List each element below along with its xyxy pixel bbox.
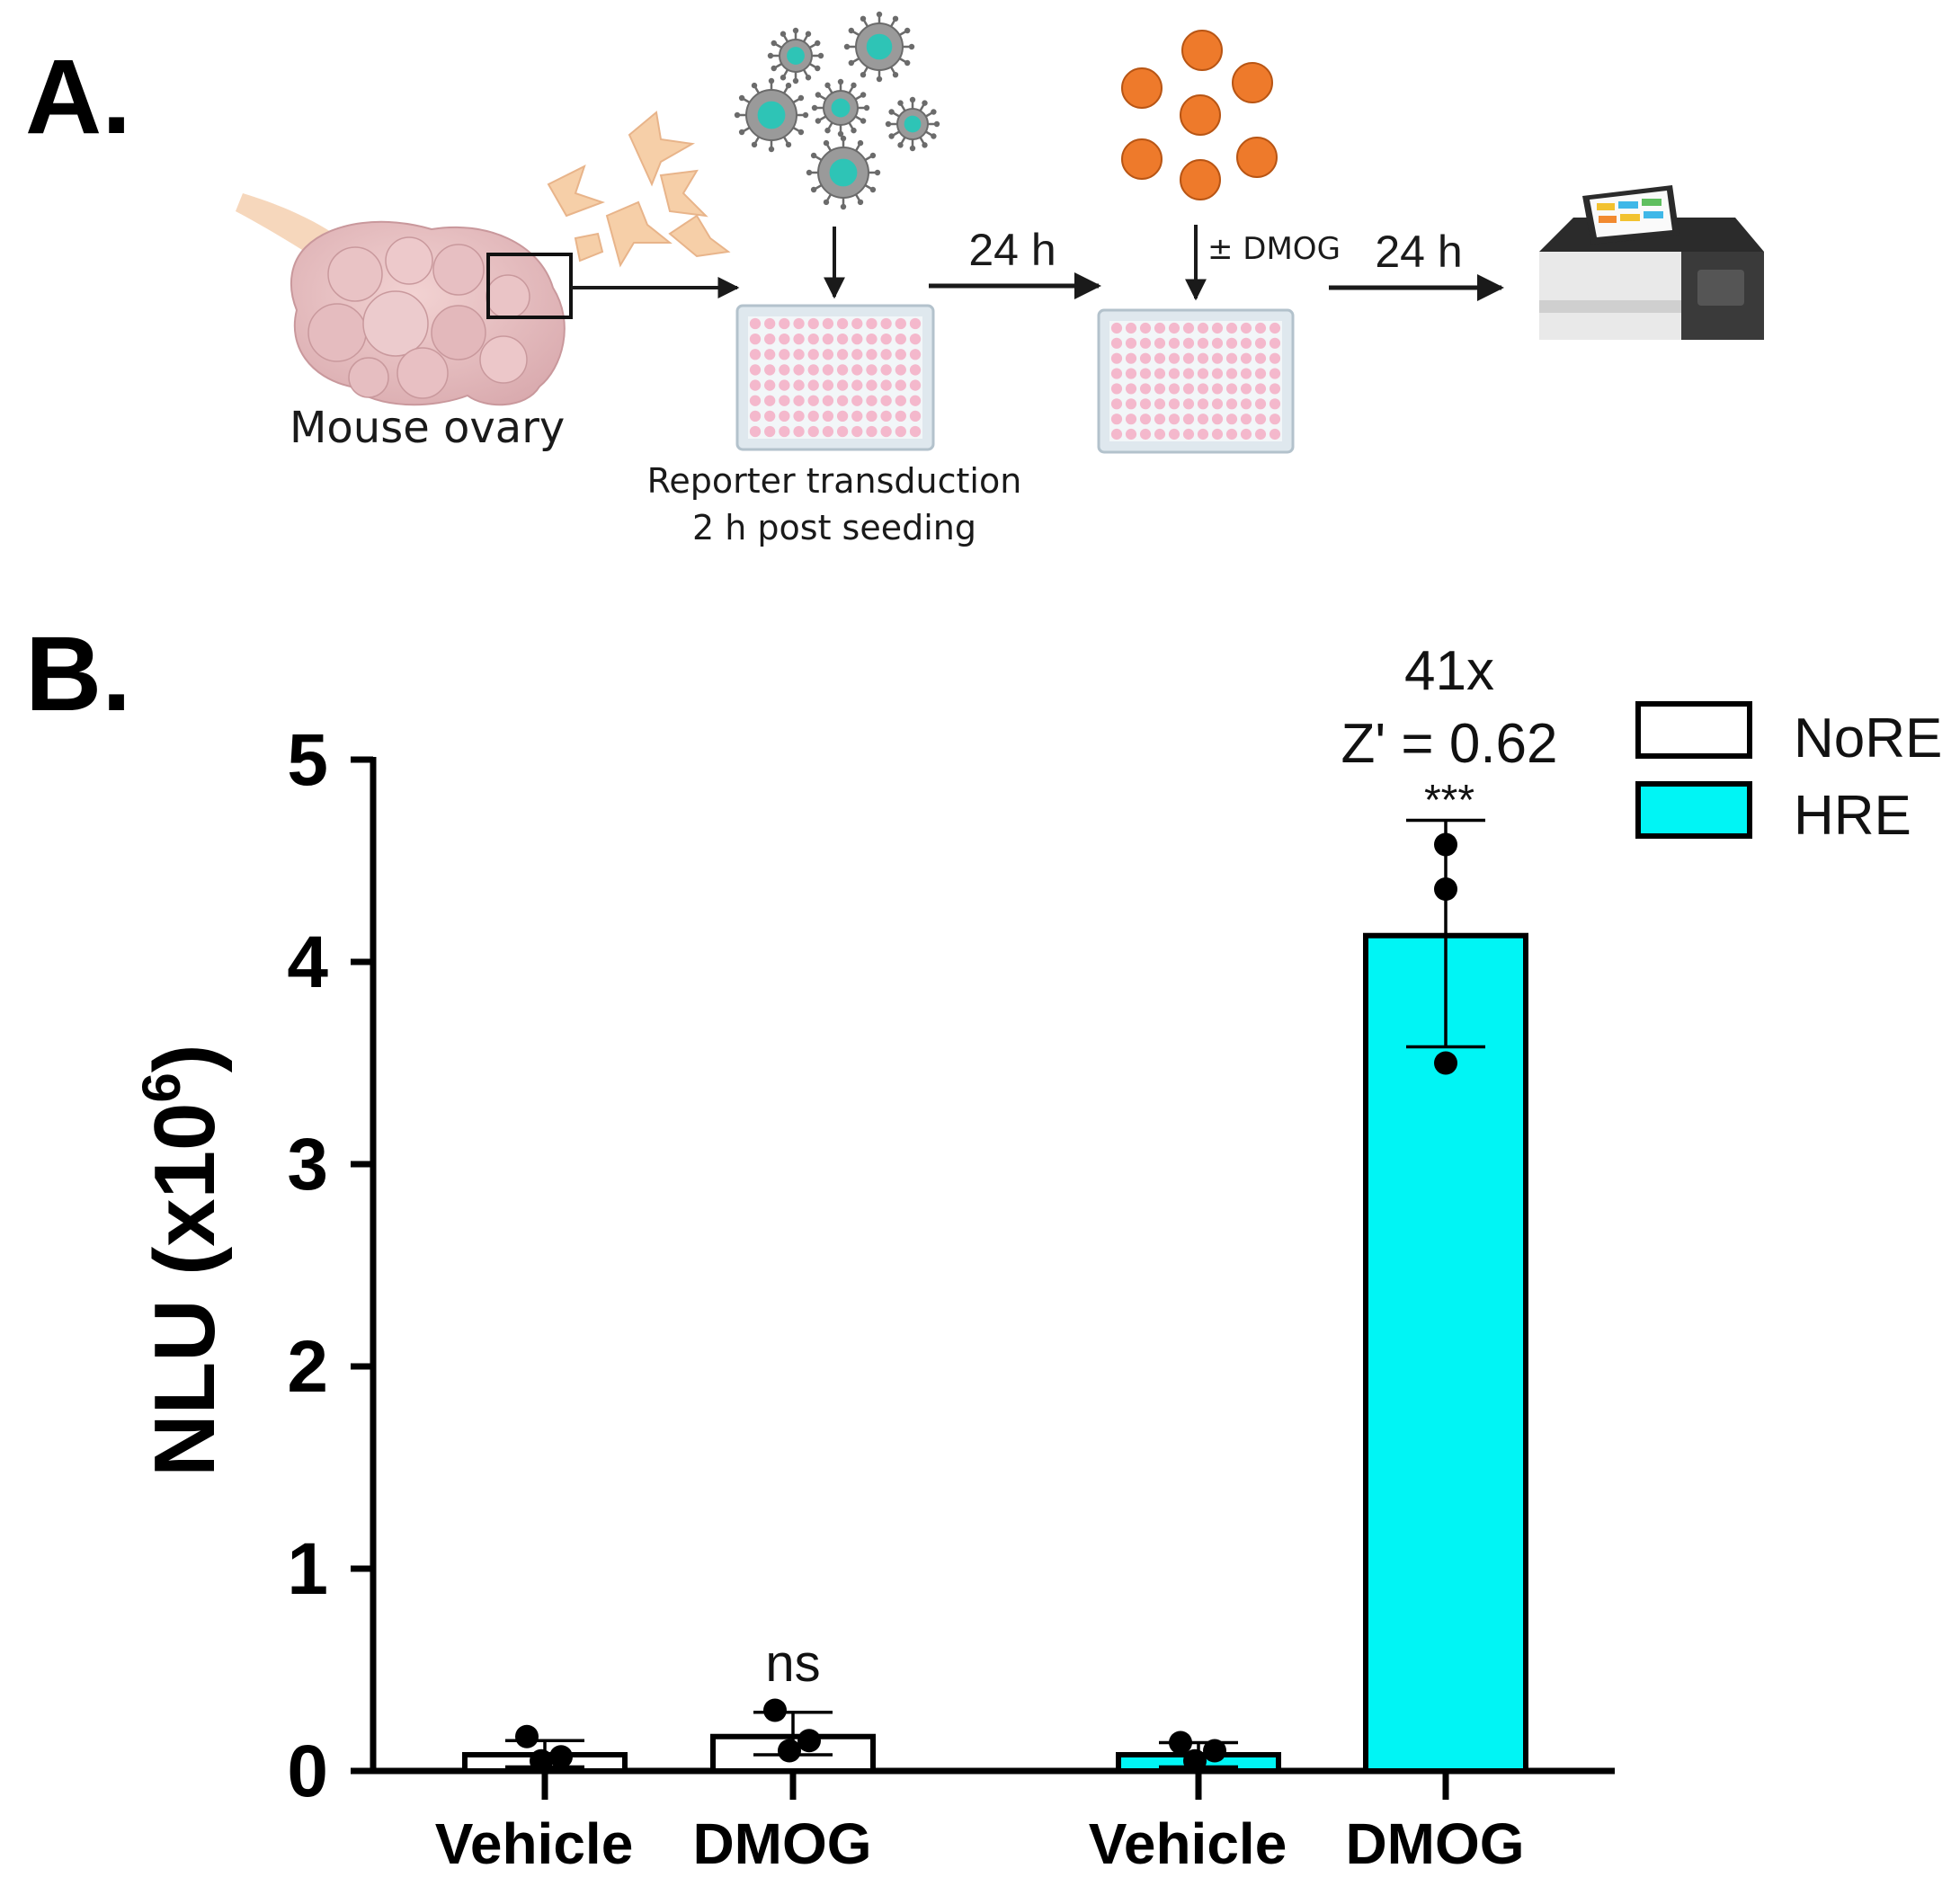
- data-point: [1434, 877, 1457, 901]
- y-tick-label: 1: [287, 1528, 328, 1610]
- fold-change-annotation: 41x: [1404, 640, 1494, 702]
- significance-annotation: ***: [1424, 777, 1474, 824]
- panel-b-letter: B.: [25, 615, 131, 734]
- drug-molecule-icon: [1121, 30, 1278, 200]
- data-point: [530, 1748, 553, 1773]
- treatment-label: ± DMOG: [1207, 231, 1341, 267]
- step1-time: 24 h: [968, 225, 1056, 275]
- virus-icon: [843, 11, 915, 83]
- data-point: [778, 1739, 801, 1763]
- panel-a: A. Mouse ovary: [25, 11, 1764, 547]
- data-point: [1169, 1730, 1192, 1755]
- bar-hre-dmog: [1363, 932, 1528, 1774]
- error-bars: [505, 818, 1485, 1769]
- y-tick-label: 5: [287, 719, 328, 801]
- panel-b: B. 0 1 2 3 4 5 NLU (x106) Vehicle DMOG Vehicle D…: [25, 615, 1942, 1876]
- step2-time: 24 h: [1375, 227, 1462, 277]
- x-axis-tick-labels: Vehicle DMOG Vehicle DMOG: [435, 1771, 1525, 1876]
- legend-label-nore: NoRE: [1794, 707, 1942, 770]
- ns-annotation: ns: [765, 1634, 820, 1693]
- x-tick-label: DMOG: [1345, 1811, 1524, 1876]
- panel-a-letter: A.: [25, 38, 131, 156]
- data-points: [515, 832, 1457, 1773]
- virus-cluster: [734, 11, 940, 210]
- bar-series: [462, 932, 1528, 1774]
- y-axis-label: NLU (x106): [131, 1044, 233, 1476]
- ovary-icon: [236, 193, 566, 406]
- y-tick-label: 0: [287, 1730, 328, 1812]
- data-point: [1183, 1748, 1207, 1773]
- data-point: [549, 1745, 573, 1769]
- legend: NoRE HRE: [1635, 701, 1942, 847]
- cells-icon: [547, 111, 731, 268]
- y-axis-label-close: ): [137, 1044, 233, 1072]
- virus-icon: [811, 78, 870, 138]
- data-point: [797, 1729, 821, 1753]
- data-point: [763, 1698, 787, 1722]
- virus-icon: [885, 96, 940, 152]
- legend-swatch-nore: [1635, 701, 1752, 759]
- transduction-label-line1: Reporter transduction: [647, 461, 1022, 501]
- virus-icon: [734, 77, 809, 153]
- data-point: [515, 1724, 539, 1748]
- data-point: [1203, 1739, 1226, 1763]
- transduction-label-line2: 2 h post seeding: [692, 508, 976, 547]
- x-tick-label: Vehicle: [1089, 1811, 1287, 1876]
- y-axis-label-exponent: 6: [131, 1072, 192, 1102]
- y-axis-label-main: NLU (x10: [137, 1103, 233, 1477]
- ovary-label: Mouse ovary: [290, 403, 565, 453]
- y-axis-ticks: 0 1 2 3 4 5: [287, 719, 373, 1812]
- data-point: [1434, 832, 1457, 857]
- x-tick-label: Vehicle: [435, 1811, 634, 1876]
- x-tick-label: DMOG: [692, 1811, 871, 1876]
- data-point: [1434, 1051, 1457, 1075]
- well-plate-icon: [735, 304, 935, 451]
- plate-reader-icon: [1539, 185, 1764, 340]
- y-tick-label: 4: [287, 921, 328, 1003]
- y-tick-label: 2: [287, 1326, 328, 1408]
- z-prime-annotation: Z' = 0.62: [1341, 713, 1557, 775]
- virus-icon: [767, 27, 824, 85]
- virus-icon: [806, 135, 881, 210]
- legend-label-hre: HRE: [1794, 785, 1911, 847]
- well-plate-icon: [1097, 308, 1295, 454]
- y-tick-label: 3: [287, 1124, 328, 1206]
- legend-swatch-hre: [1635, 781, 1752, 839]
